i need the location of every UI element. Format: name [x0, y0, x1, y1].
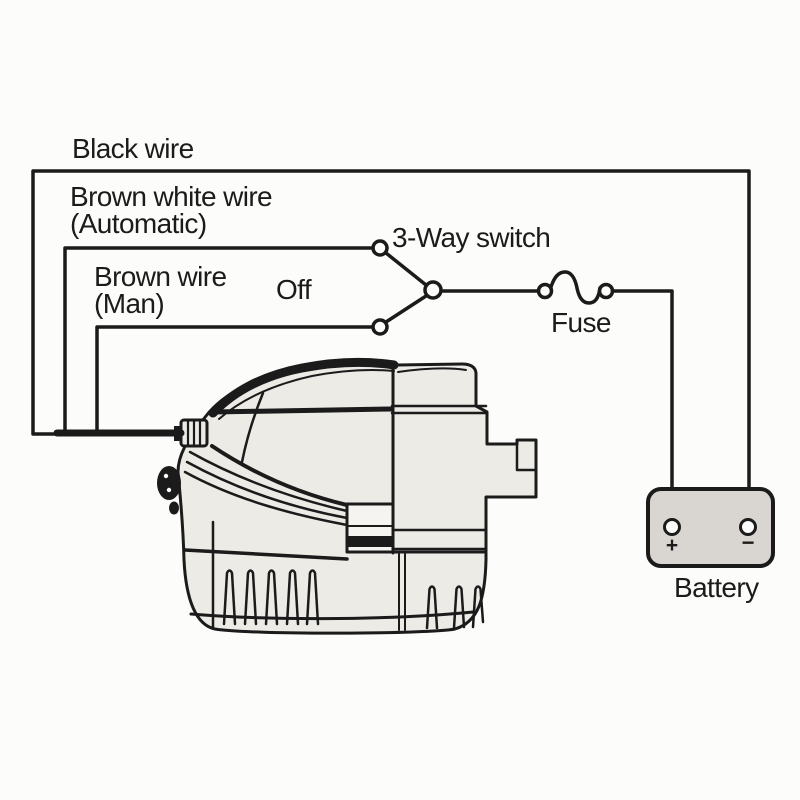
pump-top-band-echo: [218, 369, 395, 420]
bilge-pump-illustration: [157, 357, 538, 635]
switch-common-terminal: [423, 280, 443, 300]
fuse-right-terminal: [597, 282, 615, 300]
switch-terminal-man: [371, 318, 389, 336]
switch-terminal-auto: [371, 239, 389, 257]
brown-wire-label-line2: (Man): [94, 288, 165, 319]
pump-rib-3: [185, 460, 349, 520]
switch-arm-auto: [384, 251, 428, 287]
pump-dome-seam: [240, 391, 265, 464]
brown-white-wire-label-line1: Brown white wire: [70, 181, 273, 212]
three-way-switch-symbol: [371, 239, 443, 336]
battery-positive-terminal: [663, 518, 681, 536]
pump-rib-2: [188, 450, 349, 513]
brown-wire-line: [95, 325, 375, 433]
battery-positive-sign: +: [666, 534, 678, 557]
fuse-element-squiggle: [549, 270, 602, 305]
brown-white-wire-label-line2: (Automatic): [70, 208, 207, 239]
battery-body: [646, 487, 775, 568]
three-way-switch-label: 3-Way switch: [392, 222, 551, 253]
pump-rib-1: [210, 444, 349, 507]
black-wire-label: Black wire: [72, 133, 194, 164]
brown-wire-label-line1: Brown wire: [94, 261, 227, 292]
pump-strainer-slots-rear: [425, 585, 485, 630]
pump-cable-fitting-ridges: [186, 418, 202, 448]
pump-side-knob: [157, 466, 181, 500]
pump-strainer-slots-front: [222, 569, 320, 626]
battery-negative-terminal: [739, 518, 757, 536]
fuse-to-battery-wire: [611, 289, 674, 522]
brown-white-wire-line: [63, 246, 375, 433]
black-wire-line: [31, 169, 751, 522]
pump-outlet-detail: [515, 442, 538, 472]
fuse-symbol: [536, 270, 615, 305]
pump-rib-4: [183, 470, 349, 527]
brown-white-wire-label: Brown white wire (Automatic): [70, 181, 273, 239]
pump-rear-cap-line: [397, 367, 467, 373]
fuse-label: Fuse: [551, 307, 611, 338]
pump-side-knob-lower: [169, 501, 179, 515]
battery-symbol: + −: [646, 487, 775, 568]
fuse-left-terminal: [536, 282, 554, 300]
battery-negative-sign: −: [742, 530, 755, 555]
switch-arm-man: [384, 294, 428, 324]
pump-ledge-front: [210, 406, 395, 415]
pump-top-band: [208, 357, 399, 418]
switch-off-label: Off: [276, 274, 312, 305]
battery-label: Battery: [674, 572, 759, 603]
brown-wire-label: Brown wire (Man): [94, 261, 227, 319]
pump-latch-band: [347, 536, 393, 547]
pump-body-outline: [176, 361, 538, 635]
